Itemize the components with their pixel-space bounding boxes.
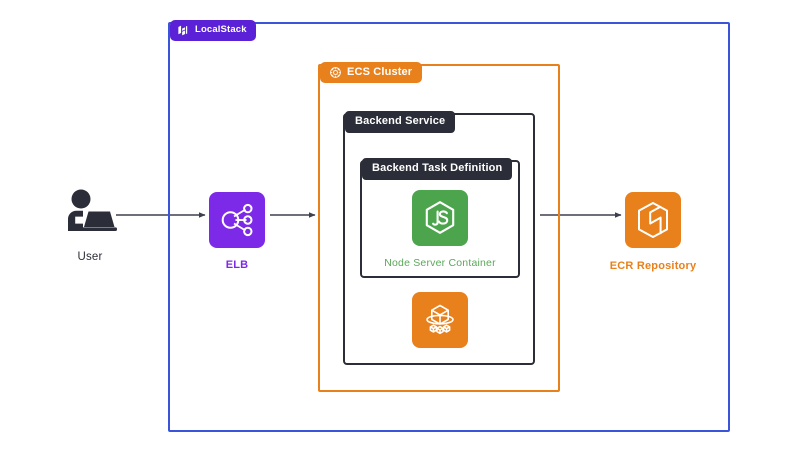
group-label-backend-service-text: Backend Service (355, 115, 446, 127)
node-elb-label: ELB (225, 259, 249, 271)
node-ecr-repository-label: ECR Repository (609, 260, 697, 272)
node-node-server-container[interactable]: Node Server Container (384, 190, 496, 269)
load-balancer-icon (209, 192, 265, 248)
ecr-cube-icon (625, 192, 681, 248)
node-elb[interactable]: ELB (209, 192, 265, 271)
group-ecs-cluster (318, 64, 560, 392)
aws-ecs-task-icon (412, 292, 468, 348)
node-user-label: User (77, 251, 103, 263)
node-user[interactable]: User (47, 188, 133, 264)
group-label-localstack: LocalStack (170, 20, 256, 41)
node-ecs-task[interactable] (412, 292, 468, 348)
group-label-backend-service: Backend Service (345, 111, 456, 133)
node-ecr-repository[interactable]: ECR Repository (610, 192, 696, 272)
ecs-cluster-icon (329, 66, 342, 79)
group-label-ecs-cluster: ECS Cluster (320, 62, 423, 83)
localstack-logo-icon (177, 24, 190, 37)
nodejs-icon (412, 190, 468, 246)
group-label-backend-task-definition-text: Backend Task Definition (372, 162, 503, 174)
node-node-server-container-label: Node Server Container (384, 257, 496, 269)
group-label-localstack-text: LocalStack (195, 24, 247, 36)
group-label-backend-task-definition: Backend Task Definition (362, 158, 513, 180)
group-localstack (168, 22, 730, 432)
group-label-ecs-cluster-text: ECS Cluster (347, 65, 413, 78)
user-laptop-icon (59, 188, 121, 236)
